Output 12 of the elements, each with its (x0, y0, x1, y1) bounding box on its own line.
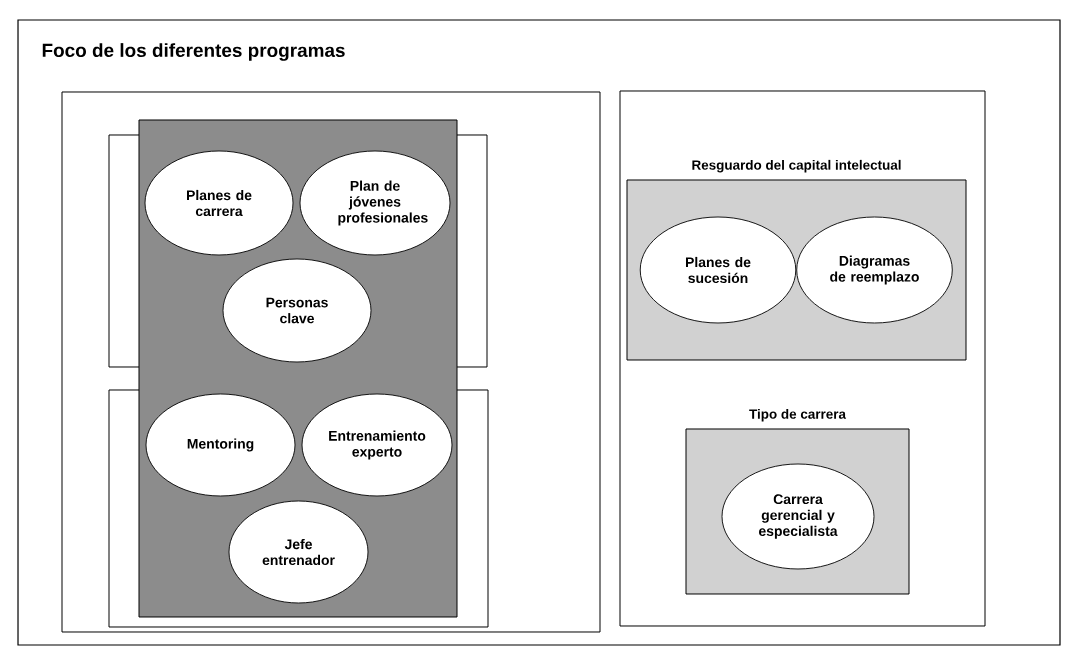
ellipse-node: Planes de carrera (144, 150, 294, 256)
node-label: Tipo de carrera (749, 408, 847, 422)
ellipse-node: Entrenamiento experto (301, 393, 453, 497)
ellipse-node: Plan de jóvenes profesionales (299, 150, 451, 256)
ellipse-node: Personas clave (222, 258, 372, 363)
ellipse-node: Jefe entrenador (228, 500, 369, 604)
ellipse-node: Diagramas de reemplazo (796, 216, 953, 324)
ellipse-node: Carrera gerencial y especialista (721, 463, 875, 570)
ellipse-node: Mentoring (145, 393, 296, 497)
node-label: Resguardo del capital intelectual (692, 159, 901, 173)
ellipse-node: Planes de sucesión (639, 216, 797, 324)
title: Foco de los diferentes programas (42, 43, 345, 61)
